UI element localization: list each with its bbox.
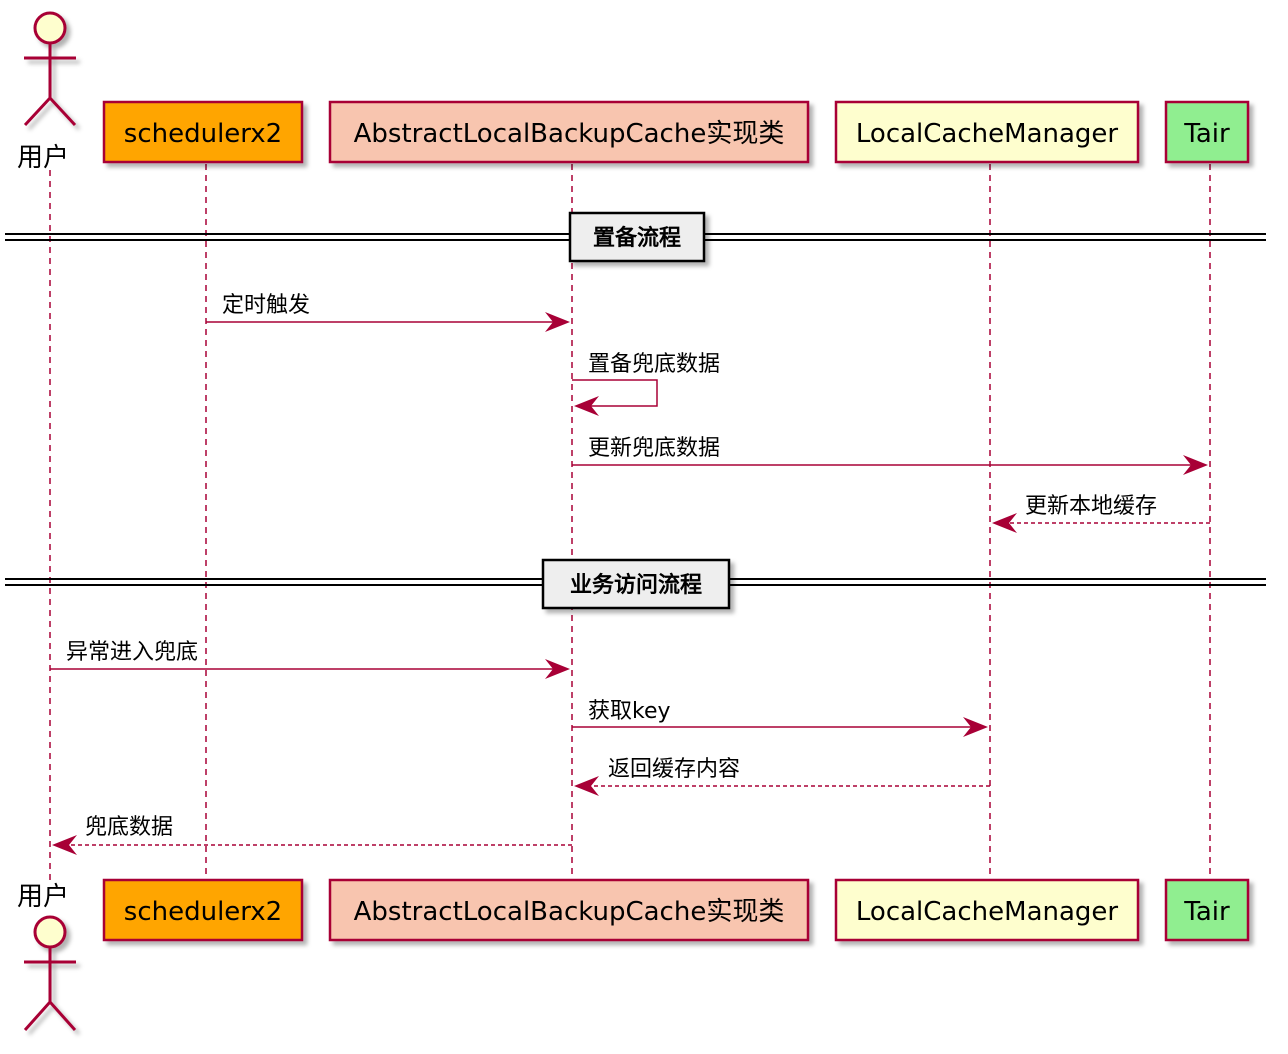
actor-user-bottom (23, 915, 77, 1031)
participant-abstract-bottom-label: AbstractLocalBackupCache实现类 (354, 897, 785, 927)
participant-lcm-bottom-label: LocalCacheManager (856, 897, 1119, 927)
message-label: 异常进入兜底 (66, 640, 198, 665)
lifelines (49, 164, 1211, 880)
actor-user-label-top: 用户 (17, 143, 69, 173)
divider-business-access-box (541, 558, 731, 610)
message-label: 返回缓存内容 (608, 757, 740, 782)
arrowhead (574, 396, 599, 416)
arrowhead (963, 717, 988, 737)
divider-business-access: 业务访问流程 (5, 558, 1266, 610)
participant-tair-bottom-label: Tair (1183, 897, 1230, 927)
message-timer-trigger: 定时触发 (206, 293, 570, 332)
participant-schedulerx2-top-box (102, 100, 304, 164)
actor-head (33, 915, 67, 949)
message-update-backup-data: 更新兜底数据 (572, 436, 1208, 475)
message-provision-backup-data: 置备兜底数据 (572, 352, 720, 416)
participant-tair-bottom-box (1164, 878, 1250, 942)
message-fallback-on-error: 异常进入兜底 (50, 640, 570, 679)
message-update-local-cache: 更新本地缓存 (992, 494, 1210, 533)
message-label: 获取key (588, 699, 671, 724)
participant-abstract-top-box (328, 100, 810, 164)
message-backup-data-response: 兜底数据 (52, 815, 572, 855)
participants-top: 用户 schedulerx2 AbstractLocalBackupCache实… (17, 11, 1250, 173)
message-label: 兜底数据 (85, 815, 173, 840)
participants-bottom: 用户 schedulerx2 AbstractLocalBackupCache实… (17, 878, 1250, 1031)
arrowhead (545, 659, 570, 679)
divider-provisioning-label: 置备流程 (593, 225, 681, 251)
participant-lcm-top-box (834, 100, 1140, 164)
participant-schedulerx2-bottom-box (102, 878, 304, 942)
participant-schedulerx2-bottom-label: schedulerx2 (124, 897, 282, 927)
message-label: 更新本地缓存 (1025, 494, 1157, 519)
message-get-key: 获取key (572, 699, 988, 737)
message-label: 置备兜底数据 (588, 352, 720, 377)
participant-abstract-top-label: AbstractLocalBackupCache实现类 (354, 119, 785, 149)
arrowhead (52, 835, 77, 855)
divider-provisioning: 置备流程 (5, 211, 1266, 263)
divider-business-access-label: 业务访问流程 (570, 572, 702, 598)
arrowhead (992, 513, 1017, 533)
actor-head (33, 11, 67, 45)
participant-tair-top-label: Tair (1183, 119, 1230, 149)
actor-user-label-bottom: 用户 (17, 882, 69, 912)
participant-lcm-bottom-box (834, 878, 1140, 942)
arrowhead (545, 312, 570, 332)
participant-schedulerx2-top-label: schedulerx2 (124, 119, 282, 149)
message-label: 更新兜底数据 (588, 436, 720, 461)
participant-abstract-bottom-box (328, 878, 810, 942)
participant-lcm-top-label: LocalCacheManager (856, 119, 1119, 149)
arrowhead (1183, 455, 1208, 475)
actor-user-top (23, 11, 77, 127)
arrowhead (574, 776, 599, 796)
participant-tair-top-box (1164, 100, 1250, 164)
message-return-cache-content: 返回缓存内容 (574, 757, 990, 796)
divider-provisioning-box (568, 211, 706, 263)
message-label: 定时触发 (222, 293, 310, 318)
